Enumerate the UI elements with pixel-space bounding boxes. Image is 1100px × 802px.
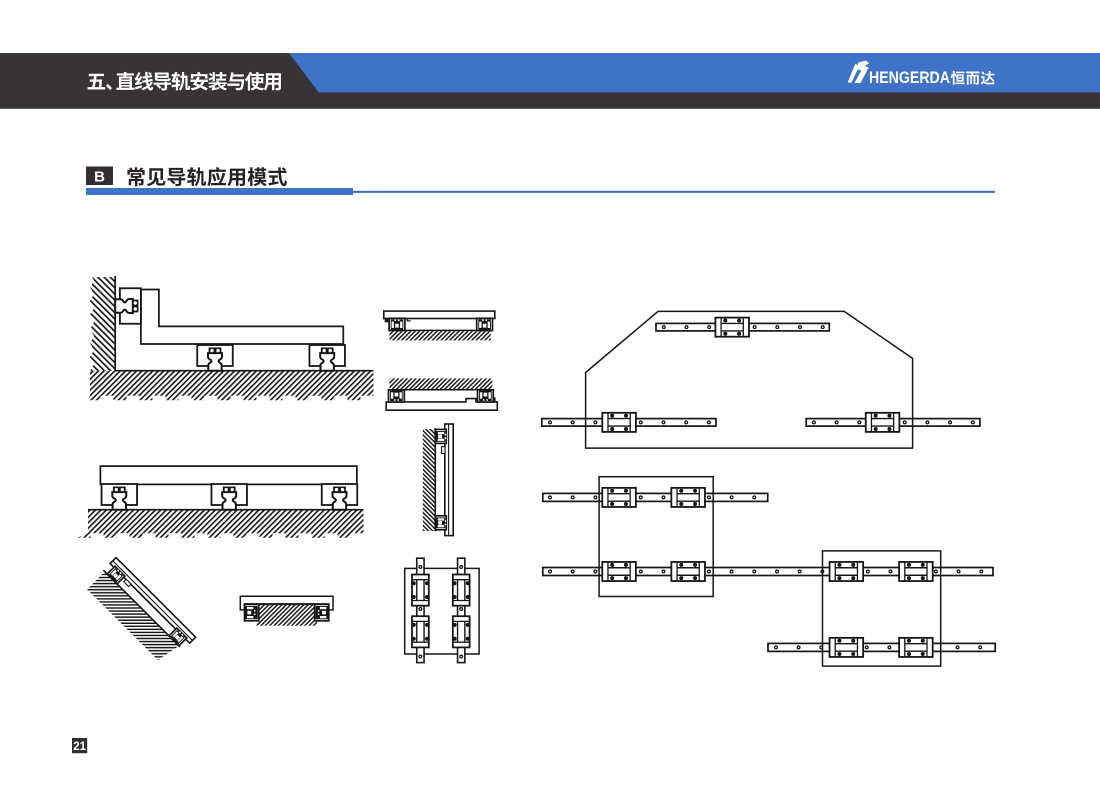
svg-text:B: B	[94, 169, 105, 186]
svg-text:HENGERDA: HENGERDA	[869, 69, 950, 87]
svg-text:21: 21	[73, 741, 86, 753]
